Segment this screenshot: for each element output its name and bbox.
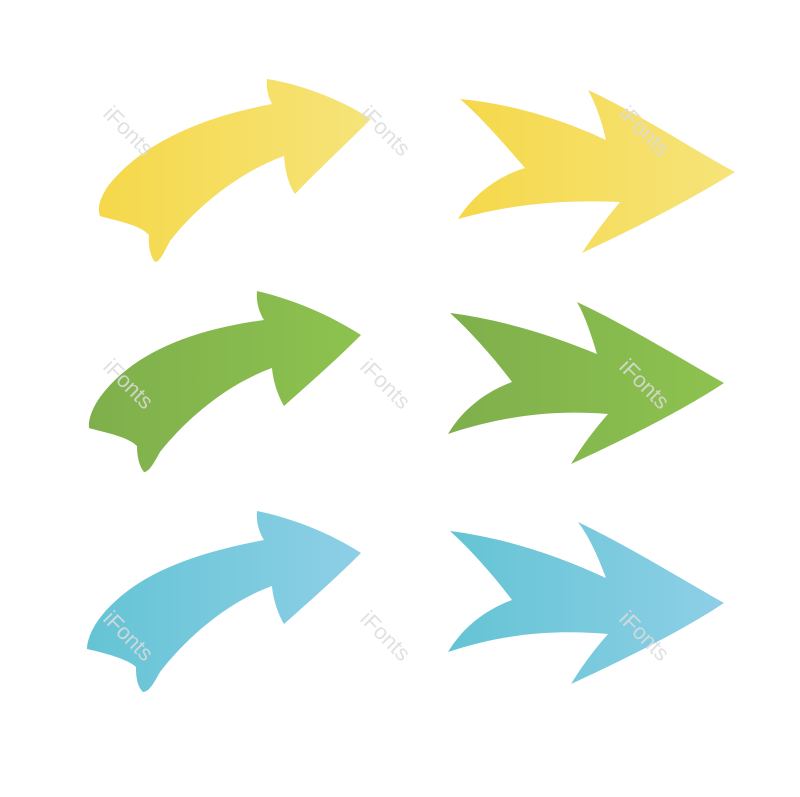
curved-arrow-icon xyxy=(87,511,361,692)
yellow-row xyxy=(98,79,735,262)
green-row xyxy=(88,291,724,472)
watermark-text: iFonts xyxy=(98,101,158,161)
straight-arrow-icon xyxy=(448,302,724,464)
curved-arrow-icon xyxy=(88,291,362,472)
straight-arrow-icon xyxy=(448,522,724,684)
watermark-text: iFonts xyxy=(355,101,415,161)
curved-arrow-icon xyxy=(98,79,372,262)
blue-row xyxy=(87,511,724,692)
watermark-text: iFonts xyxy=(355,606,415,666)
straight-arrow-icon xyxy=(458,90,735,253)
watermark-text: iFonts xyxy=(355,354,415,414)
